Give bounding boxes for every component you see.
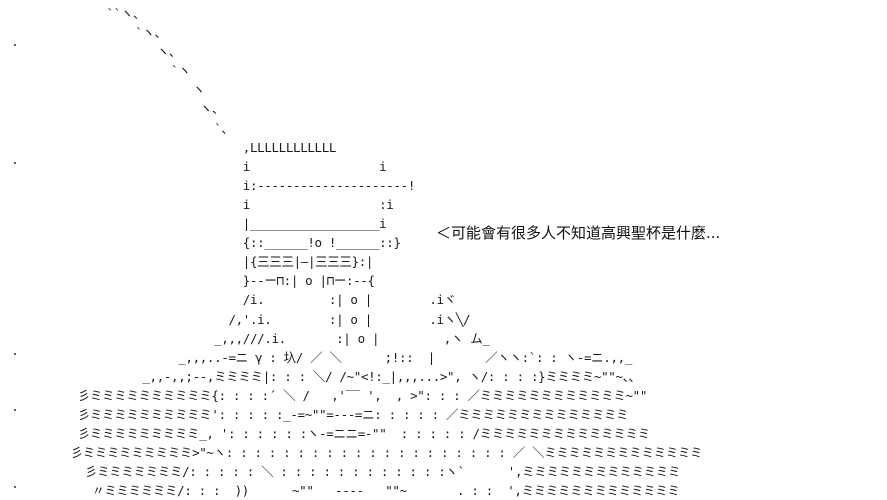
margin-dot bbox=[14, 162, 16, 164]
art-line: /i. :| o | .iヾ bbox=[6, 292, 456, 308]
art-line: }--ー⊓:| o |⊓ー:--{ bbox=[6, 273, 375, 289]
art-line: 彡ミミミミミミミ/: : : : : ＼ : : : : : : : : : :… bbox=[6, 464, 681, 480]
art-line: 彡ミミミミミミミミミ_, ': : : : : :ヽ-=ニニ=-"" : : :… bbox=[6, 426, 650, 442]
ascii-art-figure: ``ヽ、 `ヽ、 ヽ、 `ヽ ヽ ヽ、 `、 bbox=[6, 4, 703, 500]
art-line: 彡ミミミミミミミミミミ{: : : :´ ＼ / ,'‾‾ ', , >": :… bbox=[6, 387, 648, 403]
art-line: `、 bbox=[6, 120, 234, 136]
art-line: ,LLLLLLLLLLLL bbox=[6, 139, 337, 155]
art-line: _,,,..-=ニ γ : 圦/ ／ ＼ ;!:: | ／ヽヽ:`: : ヽ-=… bbox=[6, 349, 632, 365]
art-line: ヽ、 bbox=[6, 101, 225, 117]
art-line: ``ヽ、 bbox=[6, 6, 146, 21]
art-line: i i bbox=[6, 158, 387, 174]
art-line: |{三三三|—|三三三}:| bbox=[6, 254, 374, 270]
margin-dot bbox=[14, 409, 16, 411]
art-line: ヽ、 bbox=[6, 44, 182, 60]
art-line: ヽ bbox=[6, 82, 206, 98]
art-line: _,,-,,;--,ミミミミ|: : : ＼/ /~"<!:_|,,,...>"… bbox=[6, 368, 641, 384]
art-line: 〃ミミミミミミ/: : : )) ~"" ---- ""~ . : : ',ミミ… bbox=[6, 483, 680, 499]
art-line: {::______!o !______::} bbox=[6, 235, 401, 251]
art-line: _,,,///.i. :| o | ,ヽ ム_ bbox=[6, 330, 490, 346]
art-line: `ヽ、 bbox=[6, 25, 167, 41]
margin-dot bbox=[14, 44, 16, 46]
margin-dot bbox=[14, 486, 16, 488]
art-line: i :i bbox=[6, 196, 394, 212]
art-line: `ヽ bbox=[6, 63, 191, 79]
art-line: 彡ミミミミミミミミミ>"~ヽ: : : : : : : : : : : : : … bbox=[6, 445, 703, 461]
art-line: i:---------------------! bbox=[6, 177, 416, 193]
speech-text: ＜可能會有很多人不知道高興聖杯是什麼... bbox=[436, 224, 721, 242]
margin-dot bbox=[14, 353, 16, 355]
art-line: 彡ミミミミミミミミミミ': : : : :_-=~""=---=ニ: : : :… bbox=[6, 406, 629, 422]
art-line: |__________________i bbox=[6, 216, 387, 232]
art-line: /,'.i. :| o | .iヽ╲/ bbox=[6, 311, 471, 327]
